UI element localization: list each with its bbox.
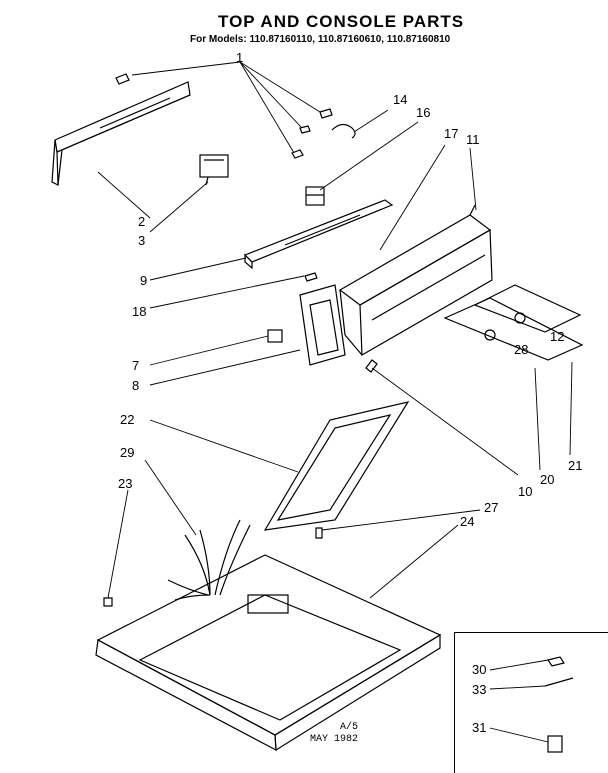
part-30-clip [547,656,565,667]
part-18-screw [304,272,318,282]
callout-2: 2 [138,214,146,229]
callout-8: 8 [132,378,140,393]
part-10-clip [365,359,378,373]
callout-27: 27 [484,500,499,515]
callout-10: 10 [518,484,533,499]
leader-lines [97,61,573,743]
callout-24: 24 [460,514,475,529]
callout-33: 33 [472,682,487,697]
part-31-block [547,735,563,753]
callout-22: 22 [120,412,135,427]
callout-7: 7 [132,358,140,373]
part-33-wire [544,677,574,687]
callout-30: 30 [472,662,487,677]
callout-12: 12 [550,329,565,344]
diagram-title: TOP AND CONSOLE PARTS [218,12,465,31]
callout-23: 23 [118,476,133,491]
part-16-bracket [305,186,325,206]
callout-18: 18 [132,304,147,319]
callout-29: 29 [120,445,135,460]
part-23-clip [103,597,113,607]
callout-16: 16 [416,105,431,120]
part-9-rail [243,199,394,270]
part-7-knob [267,329,283,343]
callout-11: 11 [466,132,480,147]
callout-21: 21 [568,458,583,473]
part-1-screws [115,73,333,159]
part-2-panel [51,81,191,186]
part-14-wire [331,123,356,139]
part-29-harness [167,519,251,601]
callout-14: 14 [393,92,408,107]
callout-20: 20 [540,472,555,487]
callout-3: 3 [138,233,146,248]
callout-9: 9 [140,273,148,288]
callout-31: 31 [472,720,487,735]
part-20-21-decals [443,284,584,361]
part-27-screw [315,527,323,539]
callout-17: 17 [444,126,459,141]
part-22-frame [263,401,410,531]
inset-parts-box [454,632,608,773]
part-8-endcap [299,284,346,366]
part-11-console [338,204,493,357]
callout-28: 28 [514,342,529,357]
model-numbers: For Models: 110.87160110, 110.87160610, … [190,34,451,45]
part-3-switch [199,154,229,186]
footer-date: MAY 1982 [310,734,359,745]
footer-code: A/5 [340,722,359,733]
callout-1: 1 [236,50,244,65]
part-24-top [95,554,442,752]
